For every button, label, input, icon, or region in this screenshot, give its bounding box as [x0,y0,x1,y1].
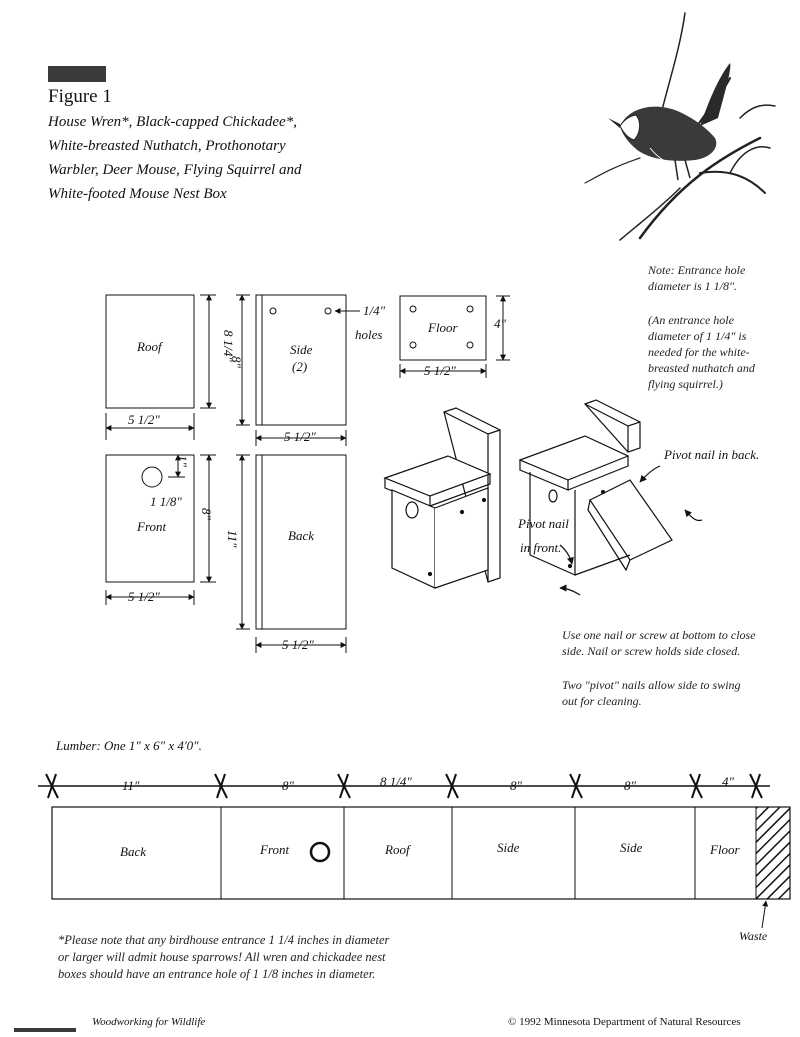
assembled-box-open [518,399,703,596]
footer-bar [14,1028,76,1032]
roof-width-label: 5 1/2" [128,412,160,427]
pivot-back-label: Pivot nail in back. [663,447,759,462]
header-bar [48,66,106,82]
lumber-seg-back: Back [120,844,146,859]
lumber-len-roof: 8 1/4" [380,774,412,789]
pivot-front-label-1: Pivot nail [517,516,569,531]
lumber-len-front: 8" [282,778,295,793]
wren-illustration [584,12,776,241]
figure-label: Figure 1 [48,86,112,107]
entrance-note: Note: Entrance hole diameter is 1 1/8". [648,263,746,293]
footer-left: Woodworking for Wildlife [92,1016,206,1028]
side-width-label: 5 1/2" [284,429,316,444]
waste-label: Waste [739,929,768,943]
side-panel [255,294,347,426]
side-hole-left [269,307,277,315]
footer-right: © 1992 Minnesota Department of Natural R… [508,1016,741,1028]
assembled-box-closed [383,407,501,589]
wren-bird [608,63,731,181]
figure-caption: House Wren*, Black-capped Chickadee*, Wh… [48,114,302,202]
back-label: Back [288,528,314,543]
side-count-label: (2) [292,359,307,374]
lumber-seg-front: Front [259,842,290,857]
front-entrance-hole [141,466,163,488]
lumber-board [51,806,791,900]
side-label: Side [290,342,313,357]
waste-hatch [755,806,791,900]
lumber-seg-side1: Side [497,840,520,855]
hole-offset-label: 1" [175,455,190,468]
lumber-len-back: 11" [122,778,140,793]
floor-hole [409,305,417,313]
roof-panel [105,294,195,409]
floor-label: Floor [427,320,459,335]
lumber-seg-roof: Roof [384,842,412,857]
floor-panel [399,295,487,361]
front-width-label: 5 1/2" [128,589,160,604]
lumber-cut-diagram: 11" 8" 8 1/4" 8" 8" 4" Back Front Roof S… [38,773,791,929]
roof-height-label: 8 1/4" [221,330,236,362]
front-label: Front [136,519,167,534]
quarter-hole-label: 1/4" [363,303,386,318]
nail-note: Use one nail or screw at bottom to close… [562,628,756,658]
back-height-label: 11" [225,530,240,548]
lumber-seg-side2: Side [620,840,643,855]
lumber-front-hole [309,841,331,863]
floor-width-label: 5 1/2" [424,363,456,378]
hole-diameter-label: 1 1/8" [150,494,182,509]
lumber-seg-floor: Floor [709,842,741,857]
side-height-label: 8" [229,356,244,369]
holes-label: holes [355,327,382,342]
waste-arrow [761,900,769,929]
lumber-label: Lumber: One 1" x 6" x 4'0". [56,738,202,753]
pivot-front-label-2: in front. [520,540,561,555]
pivot-note: Two "pivot" nails allow side to swing ou… [562,678,741,708]
front-panel [105,454,195,583]
roof-label: Roof [136,339,164,354]
lumber-len-side1: 8" [510,778,523,793]
lumber-len-side2: 8" [624,778,637,793]
alt-entrance-note: (An entrance hole diameter of 1 1/4" is … [648,313,755,391]
back-panel [255,454,347,630]
back-width-label: 5 1/2" [282,637,314,652]
parts-diagram: Roof 5 1/2" 8 1/4" Side (2) 8" 5 1/2" 1/… [105,294,759,653]
lumber-len-floor: 4" [722,774,735,789]
side-hole-right [324,307,332,315]
front-height-label: 8" [199,508,214,521]
floor-height-label: 4" [494,316,507,331]
footnote: *Please note that any birdhouse entrance… [58,933,390,981]
